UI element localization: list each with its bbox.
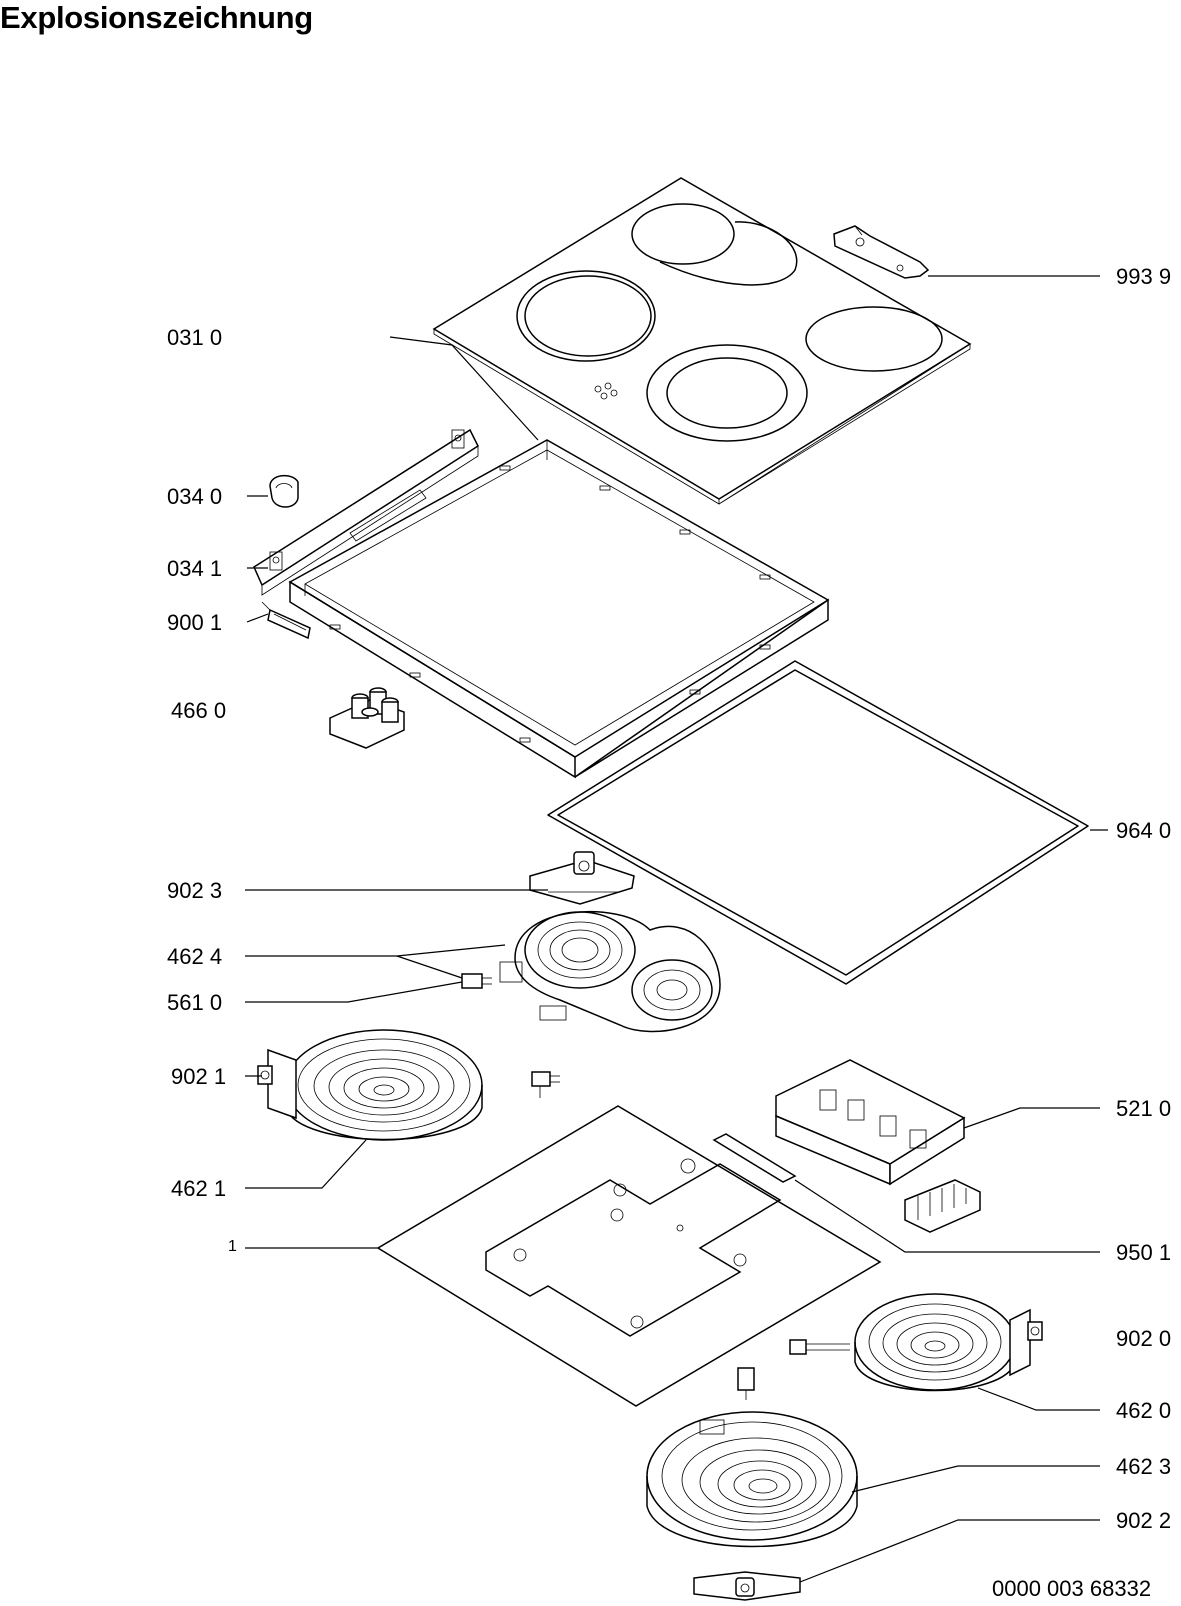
label-902-2: 902 2 <box>1116 1508 1172 1533</box>
label-521-0: 521 0 <box>1116 1096 1172 1121</box>
bracket-902-2 <box>693 1571 801 1601</box>
terminal-block <box>904 1179 981 1233</box>
page-title: Explosionszeichnung <box>0 0 313 35</box>
heating-element-462-4 <box>499 910 721 1033</box>
label-031-0: 031 0 <box>167 325 223 350</box>
control-symbols <box>594 382 618 400</box>
part-900-1 <box>261 601 311 640</box>
label-900-1: 900 1 <box>167 610 223 635</box>
document-number: 0000 003 68332 <box>992 1576 1152 1601</box>
label-902-0: 902 0 <box>1116 1326 1172 1351</box>
cooktop-frame <box>288 439 830 779</box>
label-466-0: 466 0 <box>171 698 227 723</box>
small-fitting <box>737 1367 755 1400</box>
label-902-1: 902 1 <box>171 1064 227 1089</box>
seal-964-0 <box>547 660 1089 985</box>
heating-element-462-3 <box>646 1411 858 1548</box>
bracket-993-9 <box>833 225 930 279</box>
strip-950-1 <box>712 1133 797 1183</box>
label-462-3: 462 3 <box>1116 1454 1172 1479</box>
bracket-902-3 <box>529 851 635 905</box>
heating-element-462-0 <box>854 1293 1016 1392</box>
label-462-1: 462 1 <box>171 1176 227 1201</box>
connector-462-0 <box>789 1339 850 1355</box>
label-561-0: 561 0 <box>167 990 223 1015</box>
part-466-0 <box>329 687 405 749</box>
leader-lines <box>245 275 1108 1583</box>
label-1: 1 <box>228 1238 237 1255</box>
clip-034-0 <box>269 474 299 508</box>
label-462-4: 462 4 <box>167 944 223 969</box>
glass-ceramic-top <box>432 177 972 505</box>
base-plate-1 <box>376 1105 882 1407</box>
rail-034-1 <box>253 428 479 596</box>
label-462-0: 462 0 <box>1116 1398 1172 1423</box>
heating-element-462-1 <box>285 1029 483 1141</box>
bracket-902-0 <box>1009 1308 1043 1377</box>
label-964-0: 964 0 <box>1116 818 1172 843</box>
control-box-521-0 <box>775 1059 981 1233</box>
thermostat-561-0 <box>461 973 492 989</box>
label-950-1: 950 1 <box>1116 1240 1172 1265</box>
label-034-1: 034 1 <box>167 556 223 581</box>
label-902-3: 902 3 <box>167 878 223 903</box>
connector-small <box>531 1071 560 1098</box>
bracket-902-1 <box>257 1048 297 1120</box>
label-993-9: 993 9 <box>1116 264 1172 289</box>
label-034-0: 034 0 <box>167 484 223 509</box>
